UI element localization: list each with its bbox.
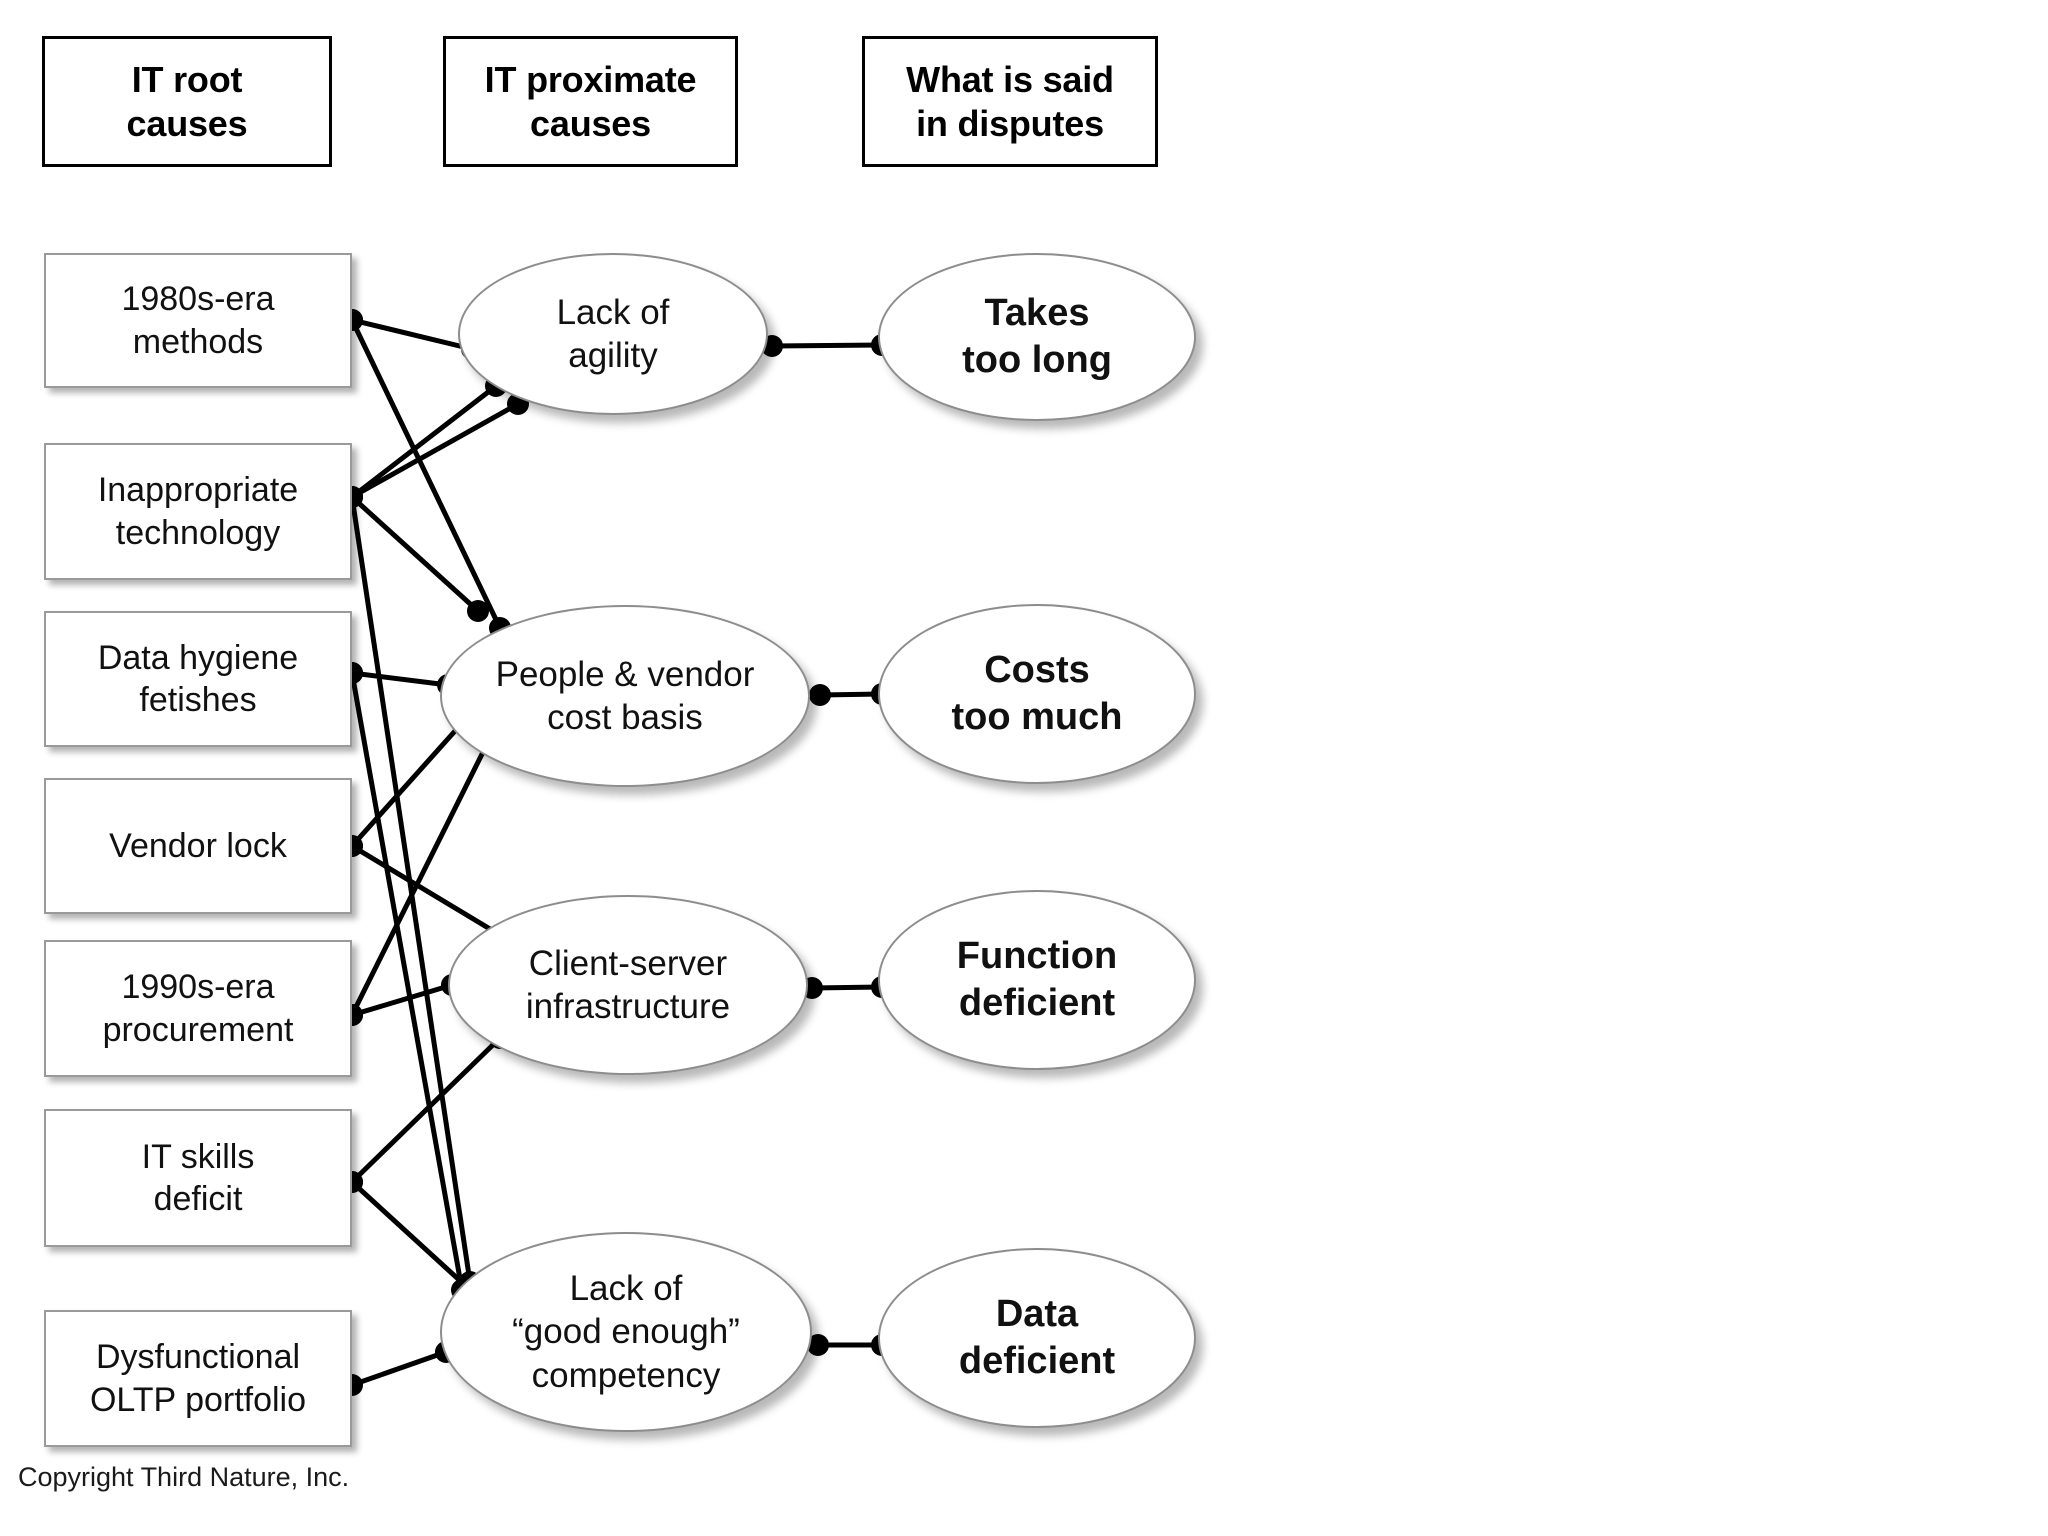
connector-line — [349, 1349, 449, 1388]
connector-line — [809, 984, 885, 991]
copyright-notice: Copyright Third Nature, Inc. — [18, 1462, 350, 1492]
root-cause-label: Vendor lock — [109, 826, 287, 865]
proximate-cause-good-enough-competency[interactable]: Lack of“good enough”competency — [440, 1232, 812, 1432]
connector-line — [817, 691, 885, 698]
proximate-cause-label: Lack of“good enough”competency — [512, 1268, 740, 1395]
connector-line — [349, 383, 499, 500]
connector-endpoint-dot — [809, 684, 831, 706]
connector-line — [349, 709, 475, 849]
connector-endpoint-dot — [467, 600, 489, 622]
connector-line — [349, 670, 451, 688]
connector-line — [349, 1179, 471, 1291]
connector-line — [349, 982, 455, 1018]
connector-line — [769, 342, 885, 349]
connector-line — [349, 317, 475, 352]
connector-line — [349, 670, 465, 1293]
connector-line — [349, 843, 503, 938]
connector-line — [349, 401, 521, 500]
root-cause-box-vendor-lock[interactable]: Vendor lock — [44, 778, 352, 914]
connector-line — [349, 494, 481, 614]
connector-line — [349, 1035, 503, 1185]
connector-line — [349, 494, 473, 1285]
